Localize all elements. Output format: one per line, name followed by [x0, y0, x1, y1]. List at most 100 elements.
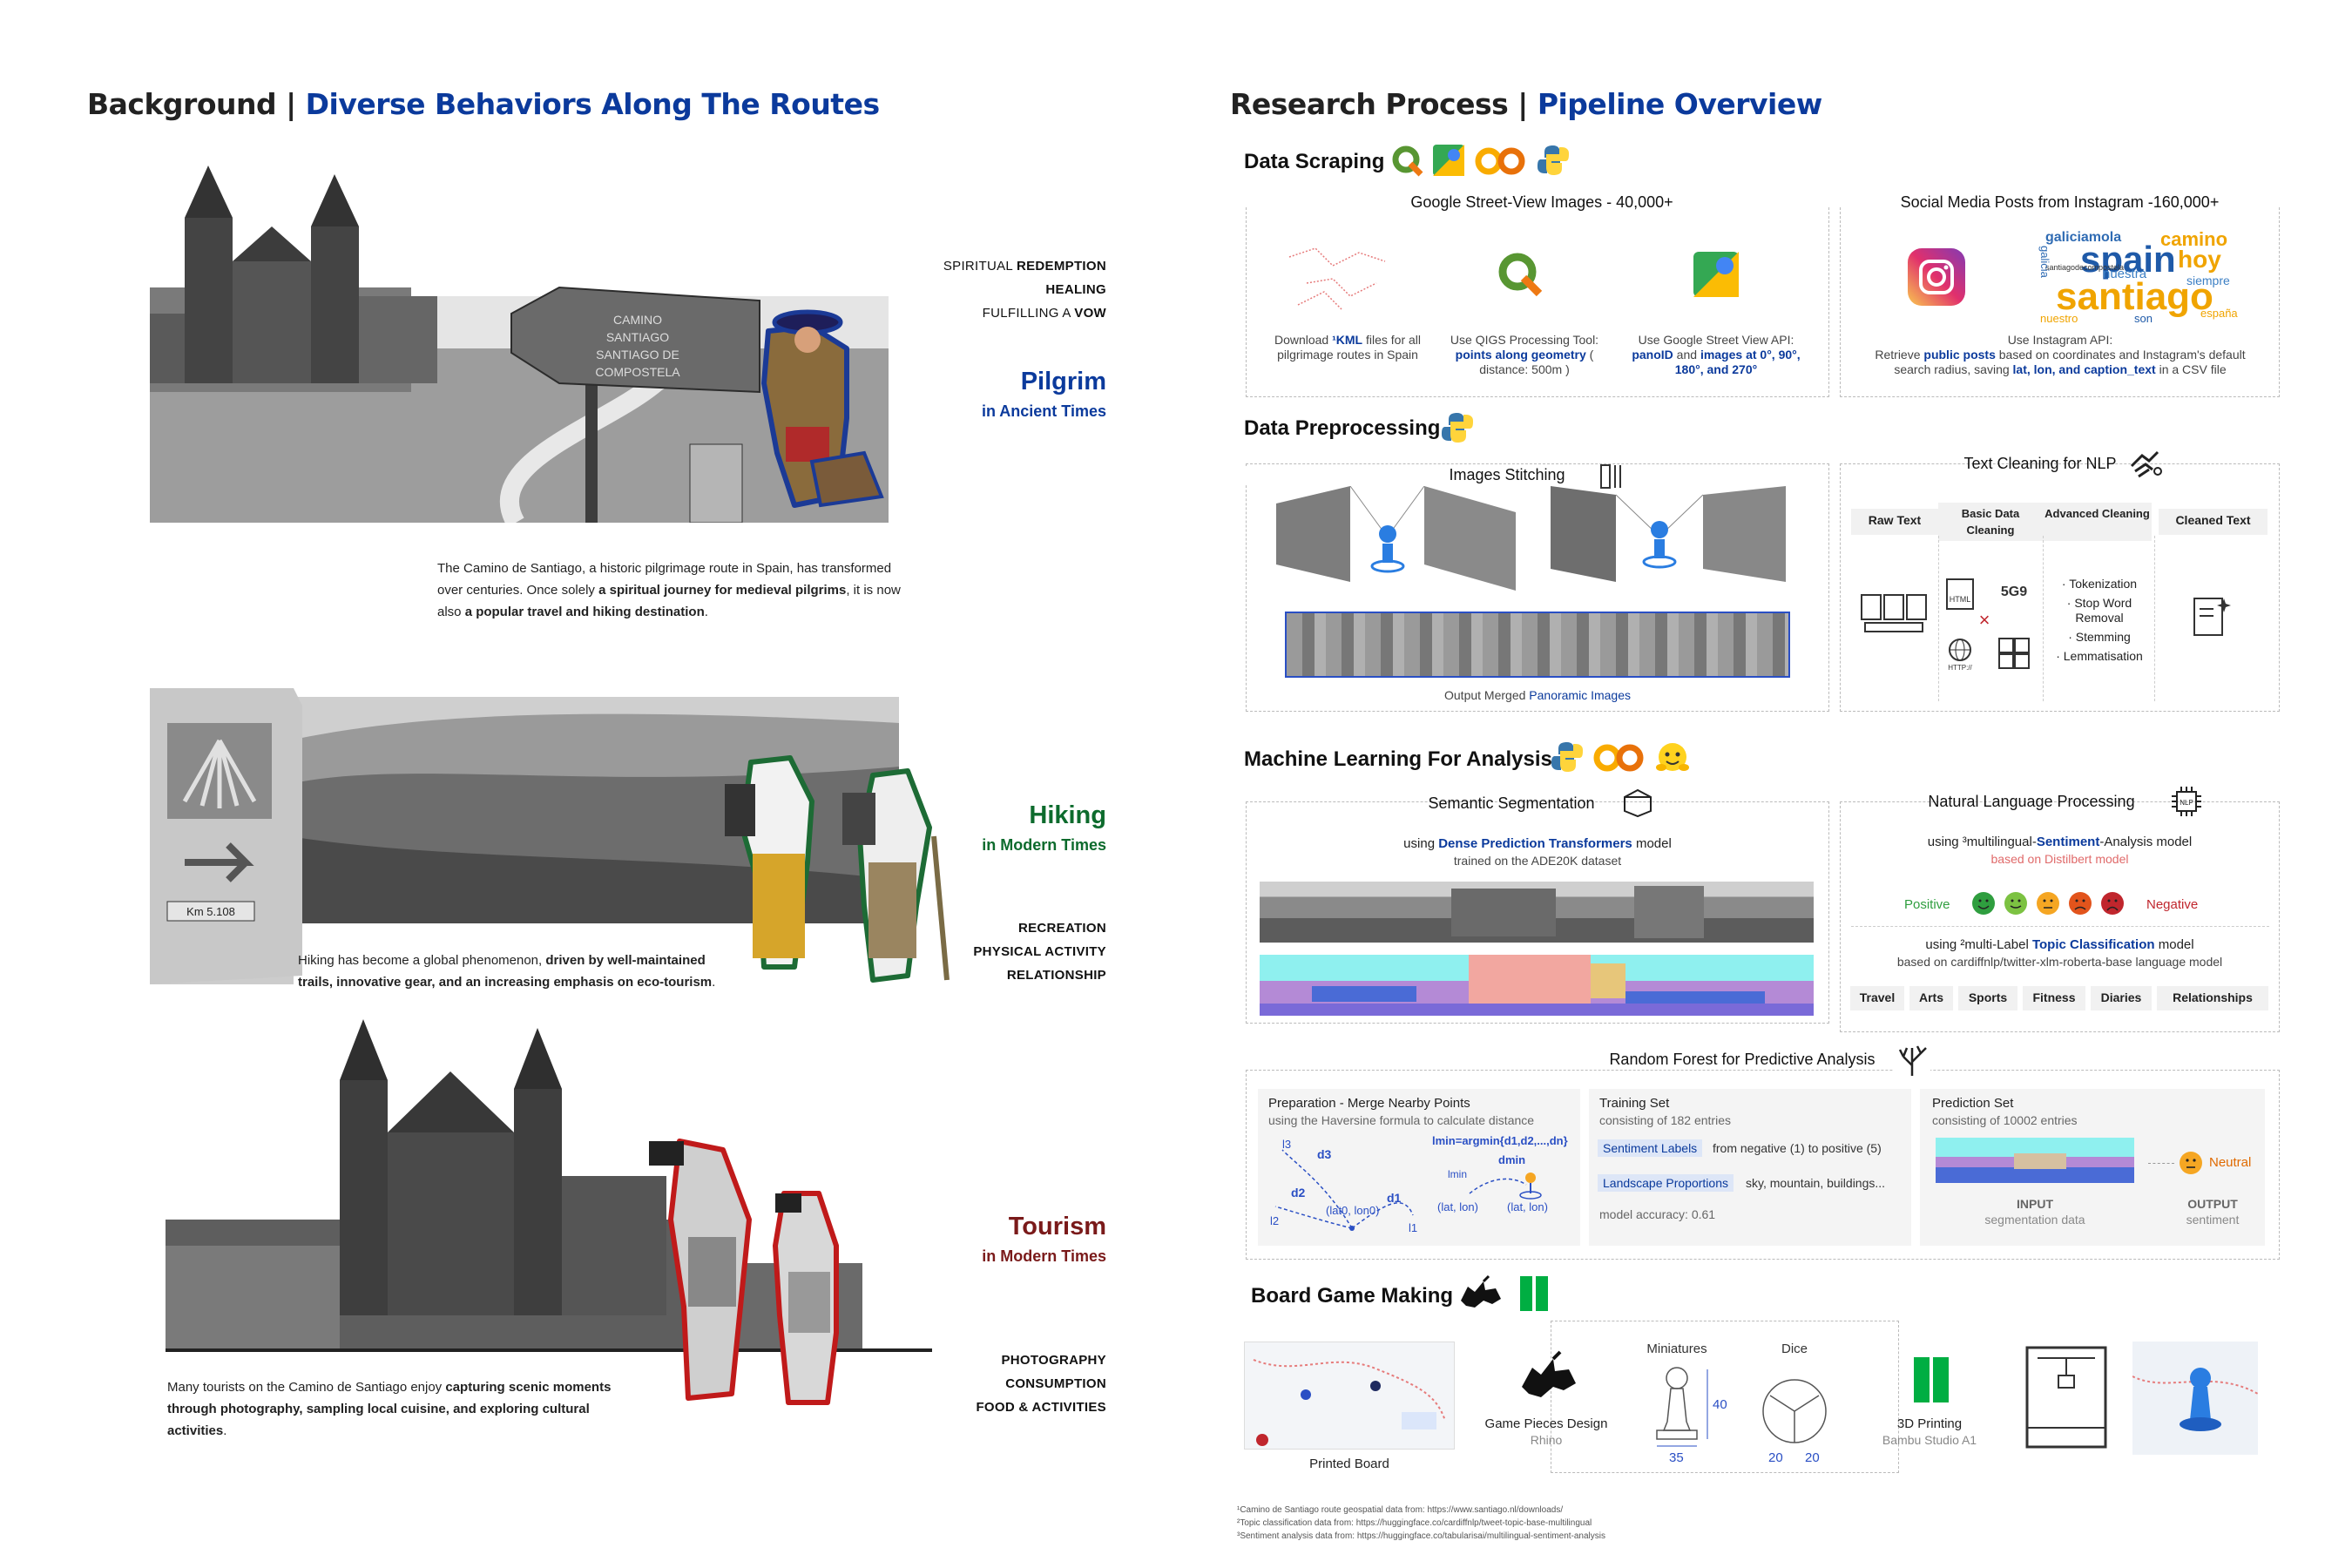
emoji-neutral-icon [2037, 892, 2059, 915]
topic-travel: Travel [1850, 986, 1904, 1010]
instagram-title: Social Media Posts from Instagram -160,0… [1900, 193, 2220, 211]
rhino-design-icon [1517, 1348, 1580, 1404]
pilgrim-scene-image: CAMINO SANTIAGO SANTIAGO DE COMPOSTELA [150, 166, 889, 528]
instagram-text-6: in a CSV file [2155, 362, 2227, 376]
gsv-step-3d: images at 0°, 90°, 180°, and 270° [1674, 348, 1801, 376]
preparation-subtitle: using the Haversine formula to calculate… [1268, 1113, 1535, 1127]
topic-diaries: Diaries [2091, 986, 2152, 1010]
gsv-step-2: Use QIGS Processing Tool: points along g… [1442, 333, 1607, 377]
hiking-scene: Km 5.108 [150, 688, 960, 984]
text-cleaning-title: Text Cleaning for NLP [1963, 455, 2117, 472]
gsv-step-2b: points along geometry [1455, 348, 1586, 362]
scraping-label: Data Scraping [1244, 150, 1385, 173]
tourism-keywords: PHOTOGRAPHY CONSUMPTION FOOD & ACTIVITIE… [897, 1348, 1106, 1419]
instagram-text-4: based on coordinates and Instagram's def… [1894, 348, 2246, 376]
topic-model-text: using ²multi-Label Topic Classification … [1840, 937, 2280, 952]
stitching-diagram [1272, 485, 1812, 591]
label-l1: l1 [1409, 1221, 1417, 1234]
pilgrim-title: Pilgrim [1020, 368, 1106, 395]
cloud-word-2: camino [2160, 228, 2228, 250]
raw-text-docs-icon [1855, 588, 1930, 640]
pilgrim-kw-1a: SPIRITUAL [943, 259, 1017, 274]
topic-text-2: Topic Classification [2031, 937, 2155, 952]
prediction-subtitle: consisting of 10002 entries [1932, 1113, 2078, 1127]
hiking-kw-2: PHYSICAL ACTIVITY [973, 944, 1106, 959]
hiking-kw-3: RELATIONSHIP [1006, 968, 1106, 983]
hiking-para-3: . [712, 975, 716, 990]
sentiment-labels-desc: from negative (1) to positive (5) [1713, 1141, 1882, 1155]
step-stop-word: · Stop Word Removal [2066, 596, 2132, 625]
bambu-studio-icon [1516, 1274, 1552, 1314]
pilgrim-para-5: . [704, 605, 708, 619]
gsv-title: Google Street-View Images - 40,000+ [1410, 193, 1673, 211]
panorama-output-image [1285, 612, 1790, 678]
emoji-very-positive-icon [1972, 892, 1995, 915]
footnotes: ¹Camino de Santiago route geospatial dat… [1237, 1504, 1605, 1543]
cloud-word-8: son [2134, 312, 2153, 325]
printed-piece-photo [2132, 1342, 2259, 1455]
gsv-step-3b: panoID [1632, 348, 1673, 362]
raw-text-column: Raw Text [1851, 509, 1938, 535]
instagram-text-5: lat, lon, and caption_text [2012, 362, 2156, 376]
street-panorama-image [1260, 882, 1814, 943]
hugging-face-icon [1653, 739, 1692, 777]
tourism-title: Tourism [1008, 1213, 1106, 1240]
gsv-step-3: Use Google Street View API: panoID and i… [1625, 333, 1808, 377]
label-l2: l2 [1270, 1214, 1279, 1227]
sent-text-1: using ³multilingual- [1927, 835, 2037, 849]
tourism-subtitle: in Modern Times [982, 1247, 1106, 1265]
cloud-word-1: galiciamola [2045, 230, 2122, 245]
qgis-tool-icon [1494, 248, 1546, 301]
segmentation-title: Semantic Segmentation [1428, 794, 1595, 812]
html-icon: HTML [1941, 575, 1979, 613]
segmentation-dataset-text: trained on the ADE20K dataset [1453, 854, 1622, 868]
tourism-para-3: . [223, 1423, 227, 1438]
cleaning-hand-icon [2126, 444, 2164, 483]
3d-printing-label: 3D Printing [1896, 1416, 1963, 1431]
cloud-word-3: spain [2080, 239, 2176, 280]
segmentation-box-icon [1620, 784, 1655, 819]
hiking-keywords: RECREATION PHYSICAL ACTIVITY RELATIONSHI… [897, 916, 1106, 987]
pilgrim-para-1: The Camino de Santiago, a historic pilgr… [437, 561, 892, 598]
game-pieces-panel [1551, 1321, 1899, 1473]
prediction-title: Prediction Set [1932, 1096, 2014, 1111]
footnote-3: ³Sentiment analysis data from: https://h… [1237, 1531, 1605, 1541]
special-chars-icon [1995, 634, 2033, 672]
basic-cleaning-column: Basic Data Cleaning [1938, 503, 2043, 541]
dim-width: 35 [1669, 1450, 1684, 1465]
tourism-scene-image [166, 1019, 932, 1405]
nlp-chip-label: NLP [2180, 799, 2193, 807]
input-label: INPUT [2017, 1197, 2053, 1211]
sentiment-labels-tag: Sentiment Labels [1598, 1139, 1703, 1157]
game-pieces-sublabel: Rhino [1530, 1433, 1563, 1447]
preparation-title: Preparation - Merge Nearby Points [1268, 1096, 1470, 1111]
prediction-arrow [2148, 1163, 2174, 1164]
cloud-word-5: santiago [2056, 275, 2213, 318]
text-cleaning-panel [1840, 463, 2280, 712]
dim-dice-b: 20 [1805, 1450, 1820, 1465]
tourism-scene [166, 1019, 932, 1411]
nlp-panel [1840, 801, 2280, 1032]
gsv-step-3a: Use Google Street View API: [1638, 333, 1794, 347]
html-icon-label: HTML [1950, 595, 1971, 604]
haversine-diagram: l3 d3 d2 d1 (lat0, lon0) l2 l1 lmin=argm… [1265, 1132, 1575, 1242]
gsv-step-2c: ( distance: 500m ) [1479, 348, 1594, 376]
sentiment-base-text: based on Distilbert model [1990, 852, 2129, 866]
hiking-subtitle: in Modern Times [982, 836, 1106, 854]
tourism-kw-2: CONSUMPTION [1005, 1376, 1106, 1391]
cleaned-text-column: Cleaned Text [2159, 509, 2268, 535]
topic-fitness: Fitness [2023, 986, 2085, 1010]
stitch-tool-icon [1597, 462, 1626, 491]
word-cloud: galiciamola camino spain hoy santiago nu… [2038, 228, 2238, 325]
topic-relationships: Relationships [2157, 986, 2268, 1010]
hiking-para-2: driven by well-maintained trails, innova… [298, 953, 713, 990]
pilgrim-scene: CAMINO SANTIAGO SANTIAGO DE COMPOSTELA [150, 166, 889, 528]
tourism-para-2: capturing scenic moments through photogr… [167, 1380, 612, 1438]
pilgrim-kw-3a: FULFILLING A [982, 306, 1075, 321]
sentiment-model-text: using ³multilingual-Sentiment-Analysis m… [1840, 835, 2280, 849]
left-header-prefix: Background | [87, 87, 296, 121]
label-d3: d3 [1317, 1147, 1332, 1161]
right-header-prefix: Research Process | [1230, 87, 1528, 121]
left-header-title: Diverse Behaviors Along The Routes [305, 87, 880, 121]
gsv-step-1a: Download [1274, 333, 1333, 347]
